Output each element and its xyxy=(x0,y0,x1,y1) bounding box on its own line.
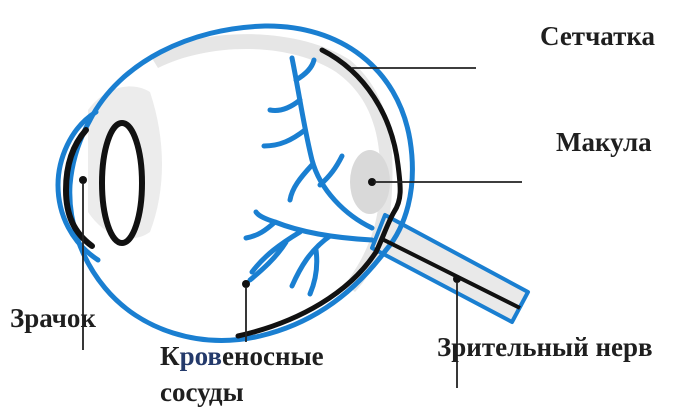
retina-label: Сетчатка xyxy=(540,22,655,52)
vessel-upper-branch-3 xyxy=(290,165,312,200)
blood-vessels-label: Кровеносные сосуды xyxy=(160,342,324,407)
vessel-upper-branch-1 xyxy=(270,100,300,111)
optic-nerve-label: Зрительный нерв xyxy=(437,333,653,363)
vessel-lower-branch-1 xyxy=(292,236,330,286)
optic-nerve-body xyxy=(372,215,528,322)
vessels-label-line-2: сосуды xyxy=(160,378,324,408)
vessel-dot xyxy=(242,280,250,288)
lens xyxy=(102,123,142,243)
vessel-upper-branch-4 xyxy=(320,156,342,185)
vessels-label-part-1: К xyxy=(160,341,180,371)
vessel-lower-branch-4 xyxy=(250,242,286,280)
vessels-label-part-2: ров xyxy=(180,341,222,371)
macula-label: Макула xyxy=(556,128,652,158)
nerve-dot xyxy=(453,275,461,283)
vessels-label-part-3: еносные xyxy=(222,341,324,371)
vessel-upper-branch-2 xyxy=(264,130,305,146)
pupil-dot xyxy=(79,176,87,184)
pupil-label: Зрачок xyxy=(10,304,96,334)
vessel-upper-branch-5 xyxy=(296,60,314,80)
vessel-lower-branch-5 xyxy=(246,222,275,238)
